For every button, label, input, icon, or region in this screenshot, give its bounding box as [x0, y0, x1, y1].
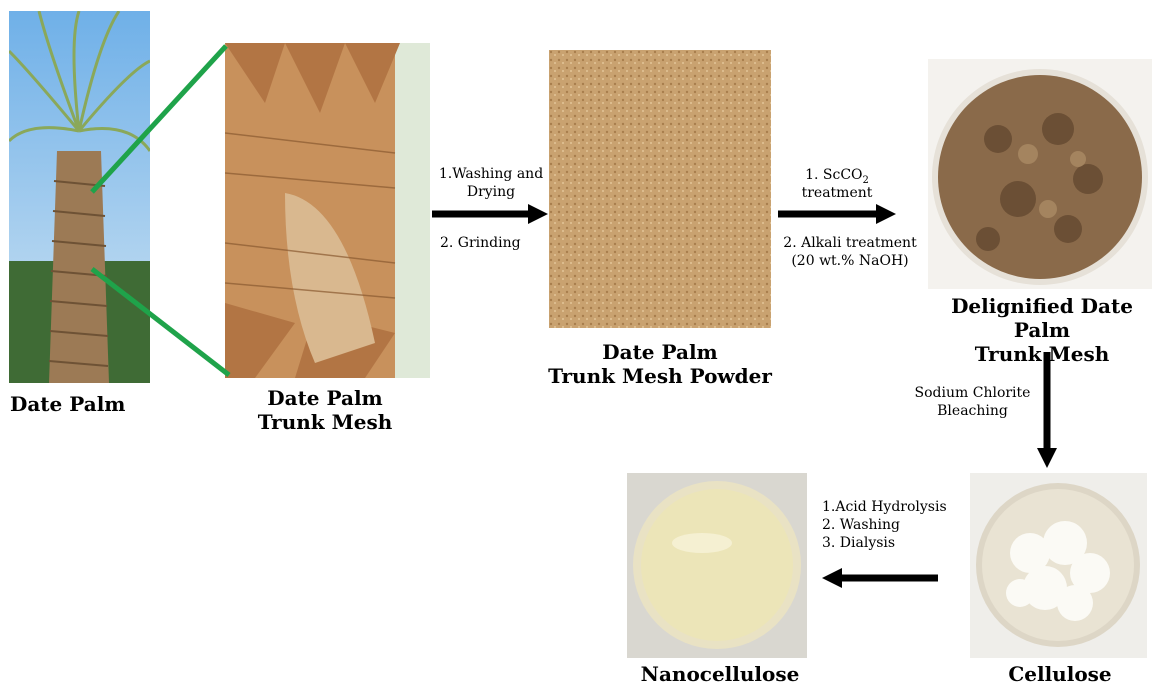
- step-scco2-line2: treatment: [782, 184, 892, 202]
- arrow-bleaching: [1037, 352, 1057, 468]
- step-grinding: 2. Grinding: [440, 234, 521, 252]
- step-wash-line2: Drying: [432, 183, 550, 201]
- label-cellulose: Cellulose: [990, 662, 1130, 686]
- arrow-treatment: [778, 204, 896, 224]
- label-powder-line2: Trunk Mesh Powder: [535, 364, 785, 388]
- step-alkali-line1: 2. Alkali treatment: [770, 234, 930, 252]
- label-delignified-line2: Trunk Mesh: [926, 342, 1158, 366]
- label-powder: Date Palm Trunk Mesh Powder: [535, 340, 785, 388]
- step-hydro-line1: 1.Acid Hydrolysis: [822, 498, 947, 516]
- label-delignified: Delignified Date Palm Trunk Mesh: [926, 294, 1158, 366]
- step-bleaching: Sodium Chlorite Bleaching: [905, 384, 1040, 420]
- label-trunk-mesh-line2: Trunk Mesh: [240, 410, 410, 434]
- step-wash-line1: 1.Washing and: [432, 165, 550, 183]
- label-powder-line1: Date Palm: [535, 340, 785, 364]
- connector-line-lower: [92, 269, 229, 375]
- step-hydro-line3: 3. Dialysis: [822, 534, 947, 552]
- step-bleach-line1: Sodium Chlorite: [905, 384, 1040, 402]
- step-bleach-line2: Bleaching: [905, 402, 1040, 420]
- step-alkali: 2. Alkali treatment (20 wt.% NaOH): [770, 234, 930, 270]
- step-scco2: 1. ScCO2 treatment: [782, 166, 892, 202]
- label-delignified-line1: Delignified Date Palm: [926, 294, 1158, 342]
- step-wash-dry: 1.Washing and Drying: [432, 165, 550, 201]
- step-scco2-line1: 1. ScCO2: [782, 166, 892, 184]
- arrow-wash-grind: [432, 204, 548, 224]
- step-hydrolysis: 1.Acid Hydrolysis 2. Washing 3. Dialysis: [822, 498, 947, 552]
- label-date-palm: Date Palm: [10, 392, 125, 416]
- step-scco2-prefix: 1. ScCO: [805, 167, 862, 183]
- label-nanocellulose: Nanocellulose: [630, 662, 810, 686]
- connector-line-upper: [92, 46, 226, 192]
- step-alkali-line2: (20 wt.% NaOH): [770, 252, 930, 270]
- label-trunk-mesh-line1: Date Palm: [240, 386, 410, 410]
- step-hydro-line2: 2. Washing: [822, 516, 947, 534]
- label-trunk-mesh: Date Palm Trunk Mesh: [240, 386, 410, 434]
- arrow-hydrolysis: [822, 568, 938, 588]
